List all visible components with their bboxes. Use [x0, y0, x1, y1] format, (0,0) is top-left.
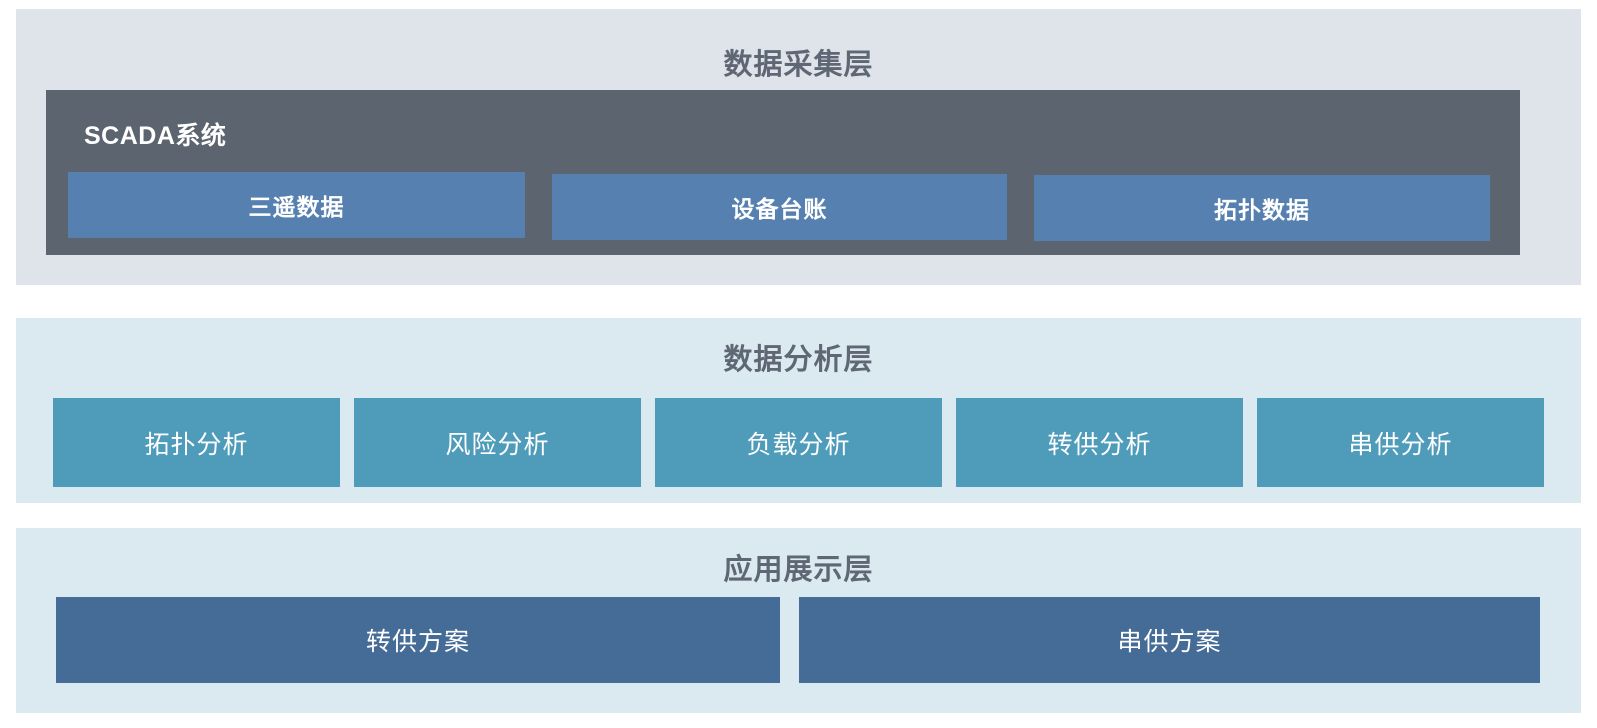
- collection-box-sanyao-data[interactable]: 三遥数据: [68, 172, 525, 238]
- layer-title-application-display: 应用展示层: [723, 554, 874, 586]
- layer-title-data-analysis: 数据分析层: [723, 344, 874, 376]
- collection-box-topology-data[interactable]: 拓扑数据: [1034, 175, 1490, 241]
- analysis-box-load[interactable]: 负载分析: [655, 398, 942, 487]
- layer-title-data-collection: 数据采集层: [723, 49, 874, 81]
- layer-data-collection: 数据采集层 SCADA系统 三遥数据 设备台账 拓扑数据: [16, 9, 1581, 285]
- layer-application-display: 应用展示层 转供方案 串供方案: [16, 528, 1581, 713]
- analysis-box-risk[interactable]: 风险分析: [354, 398, 641, 487]
- layer-data-analysis: 数据分析层 拓扑分析 风险分析 负载分析 转供分析 串供分析: [16, 318, 1581, 503]
- analysis-box-transfer-supply[interactable]: 转供分析: [956, 398, 1243, 487]
- scada-panel: SCADA系统 三遥数据 设备台账 拓扑数据: [46, 90, 1520, 255]
- analysis-box-topology[interactable]: 拓扑分析: [53, 398, 340, 487]
- scada-panel-title: SCADA系统: [84, 122, 227, 150]
- analysis-box-row: 拓扑分析 风险分析 负载分析 转供分析 串供分析: [53, 398, 1544, 487]
- collection-box-equipment-ledger[interactable]: 设备台账: [552, 174, 1007, 240]
- application-box-row: 转供方案 串供方案: [56, 597, 1540, 683]
- application-box-transfer-supply-plan[interactable]: 转供方案: [56, 597, 780, 683]
- analysis-box-series-supply[interactable]: 串供分析: [1257, 398, 1544, 487]
- application-box-series-supply-plan[interactable]: 串供方案: [799, 597, 1540, 683]
